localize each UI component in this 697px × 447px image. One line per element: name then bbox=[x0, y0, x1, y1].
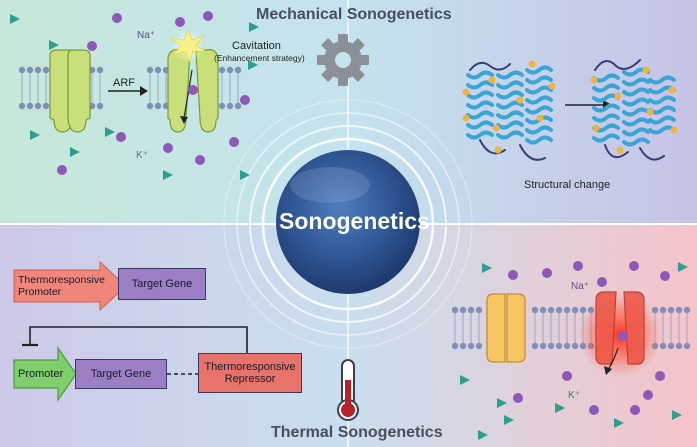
lipid-head bbox=[531, 306, 539, 314]
thermosensitive-channel-closed bbox=[486, 293, 526, 363]
lipid-head bbox=[579, 306, 587, 314]
lipid-head bbox=[467, 306, 475, 314]
sphere-highlight bbox=[290, 167, 370, 203]
lipid-head bbox=[547, 342, 555, 350]
target-gene-box-1: Target Gene bbox=[118, 268, 206, 300]
sodium-ions-bottom bbox=[508, 261, 670, 415]
mechanosensitive-channel-closed bbox=[49, 49, 91, 133]
ion-flow-arrowhead bbox=[180, 116, 188, 124]
thermometer-icon bbox=[337, 359, 359, 421]
gear-icon bbox=[317, 34, 369, 86]
lipid-head bbox=[459, 306, 467, 314]
lipid-head bbox=[555, 306, 563, 314]
protein-before bbox=[462, 60, 556, 161]
lipid-head bbox=[459, 342, 467, 350]
enhancement-label: (Enhancement strategy) bbox=[214, 53, 305, 63]
na-label-bottom: Na⁺ bbox=[571, 281, 590, 292]
potassium-ions-bottom bbox=[460, 262, 688, 440]
k-label-bottom: K⁺ bbox=[568, 390, 580, 401]
lipid-head bbox=[571, 306, 579, 314]
lipid-head bbox=[571, 342, 579, 350]
arf-label: ARF bbox=[113, 77, 135, 89]
lipid-head bbox=[659, 306, 667, 314]
lipid-head bbox=[531, 342, 539, 350]
promoter-arrow bbox=[13, 346, 77, 402]
lipid-head bbox=[667, 306, 675, 314]
thermal-title: Thermal Sonogenetics bbox=[271, 424, 443, 441]
repression-line bbox=[29, 326, 248, 353]
lipid-head bbox=[659, 342, 667, 350]
ion-in-channel bbox=[618, 331, 628, 341]
cavitation-flash-icon bbox=[170, 28, 208, 64]
lipid-head bbox=[547, 306, 555, 314]
thermoresponsive-promoter-arrow bbox=[13, 260, 127, 312]
lipid-head bbox=[555, 342, 563, 350]
na-label-top: Na⁺ bbox=[137, 30, 156, 41]
protein-after bbox=[590, 59, 678, 161]
lipid-head bbox=[667, 342, 675, 350]
arf-arrowhead bbox=[140, 86, 148, 96]
thermoresponsive-repressor-box: Thermoresponsive Repressor bbox=[198, 353, 302, 393]
lipid-head bbox=[451, 306, 459, 314]
target-gene-box-2: Target Gene bbox=[75, 359, 167, 389]
potassium-ions-top bbox=[10, 14, 259, 180]
lipid-head bbox=[451, 342, 459, 350]
lipid-head bbox=[563, 306, 571, 314]
lipid-head bbox=[539, 342, 547, 350]
thermoresponsive-promoter-label: Thermoresponsive Promoter bbox=[18, 274, 105, 298]
thermosensitive-channel-open bbox=[595, 291, 645, 365]
lipid-head bbox=[475, 342, 483, 350]
lipid-head bbox=[539, 306, 547, 314]
lipid-head bbox=[683, 342, 691, 350]
thermal-ion-flow-arrowhead bbox=[604, 366, 612, 375]
center-title: Sonogenetics bbox=[279, 208, 430, 234]
lipid-head bbox=[675, 342, 683, 350]
ultrasound-wave-rings bbox=[223, 99, 473, 349]
mechanical-title: Mechanical Sonogenetics bbox=[256, 6, 452, 23]
lipid-head bbox=[563, 342, 571, 350]
lipid-head bbox=[475, 306, 483, 314]
mechanosensitive-channel-open bbox=[167, 49, 219, 133]
sonogenetics-sphere bbox=[276, 150, 420, 294]
promoter-label: Promoter bbox=[18, 368, 64, 380]
sodium-ions-top bbox=[57, 11, 250, 175]
structural-change-label: Structural change bbox=[524, 179, 611, 191]
lipid-head bbox=[467, 342, 475, 350]
cavitation-label: Cavitation bbox=[232, 40, 281, 52]
k-label-top: K⁺ bbox=[136, 150, 148, 161]
lipid-head bbox=[675, 306, 683, 314]
ion-flow-arrow bbox=[183, 69, 193, 119]
lipid-head bbox=[683, 306, 691, 314]
